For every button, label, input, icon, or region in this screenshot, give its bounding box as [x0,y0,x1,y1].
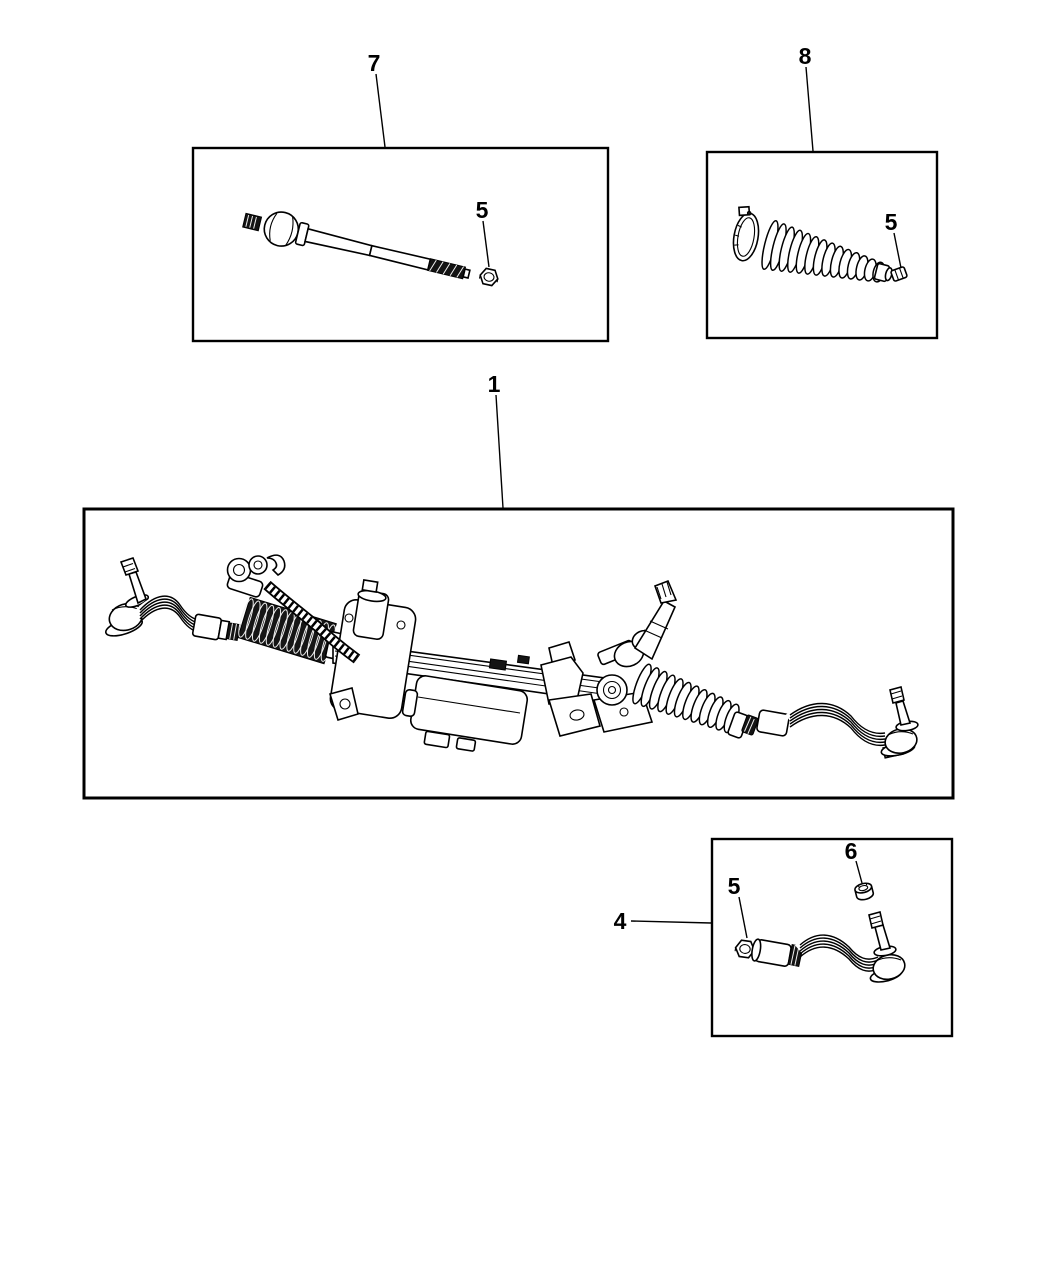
leader-5-boot [893,232,902,269]
outer-tie-rod-s-curve [795,933,882,973]
right-bellows-collar [727,709,790,739]
callout-7: 7 [368,50,381,76]
leader-4 [630,920,712,924]
leader-1 [495,394,504,509]
inner-tie-rod-drawing [242,211,471,280]
callout-1: 1 [488,371,501,397]
callout-5-inner: 5 [476,197,489,223]
left-adjuster-sleeve [191,613,241,642]
right-bellows [632,663,740,734]
steering-gear-box [82,507,955,800]
boot-clamp-ring-drawing [732,205,760,262]
callout-8: 8 [799,43,812,69]
callout-4: 4 [614,908,627,934]
leader-6 [855,860,863,884]
stud-cap-nut-drawing [854,882,875,901]
inner-jam-nut-drawing [478,267,499,287]
tie-rod-stub [751,938,792,967]
leader-5-outer [738,896,748,939]
boot-jam-nut-drawing [890,266,908,282]
right-tie-rod [785,702,887,747]
leader-5-inner [482,220,490,268]
leader-8 [805,66,814,152]
left-tie-rod-end [105,556,150,637]
outer-tie-rod-kit-drawing [734,882,906,983]
inner-tie-rod-box [191,146,610,343]
boot-tip-drawing [873,262,893,283]
outer-tie-rod-ball-end [868,911,906,983]
leader-lines [375,66,902,939]
callout-5-boot: 5 [885,209,898,235]
input-shaft [597,579,678,668]
right-tie-rod-end [880,686,919,759]
callout-labels: 7 5 8 5 1 4 5 6 [368,43,898,934]
callout-5-outer: 5 [728,873,741,899]
leader-7 [375,73,386,148]
wiring-connector [226,554,361,664]
steering-gear-drawing [105,554,919,759]
gear-housing [328,579,654,752]
callout-6: 6 [845,838,858,864]
